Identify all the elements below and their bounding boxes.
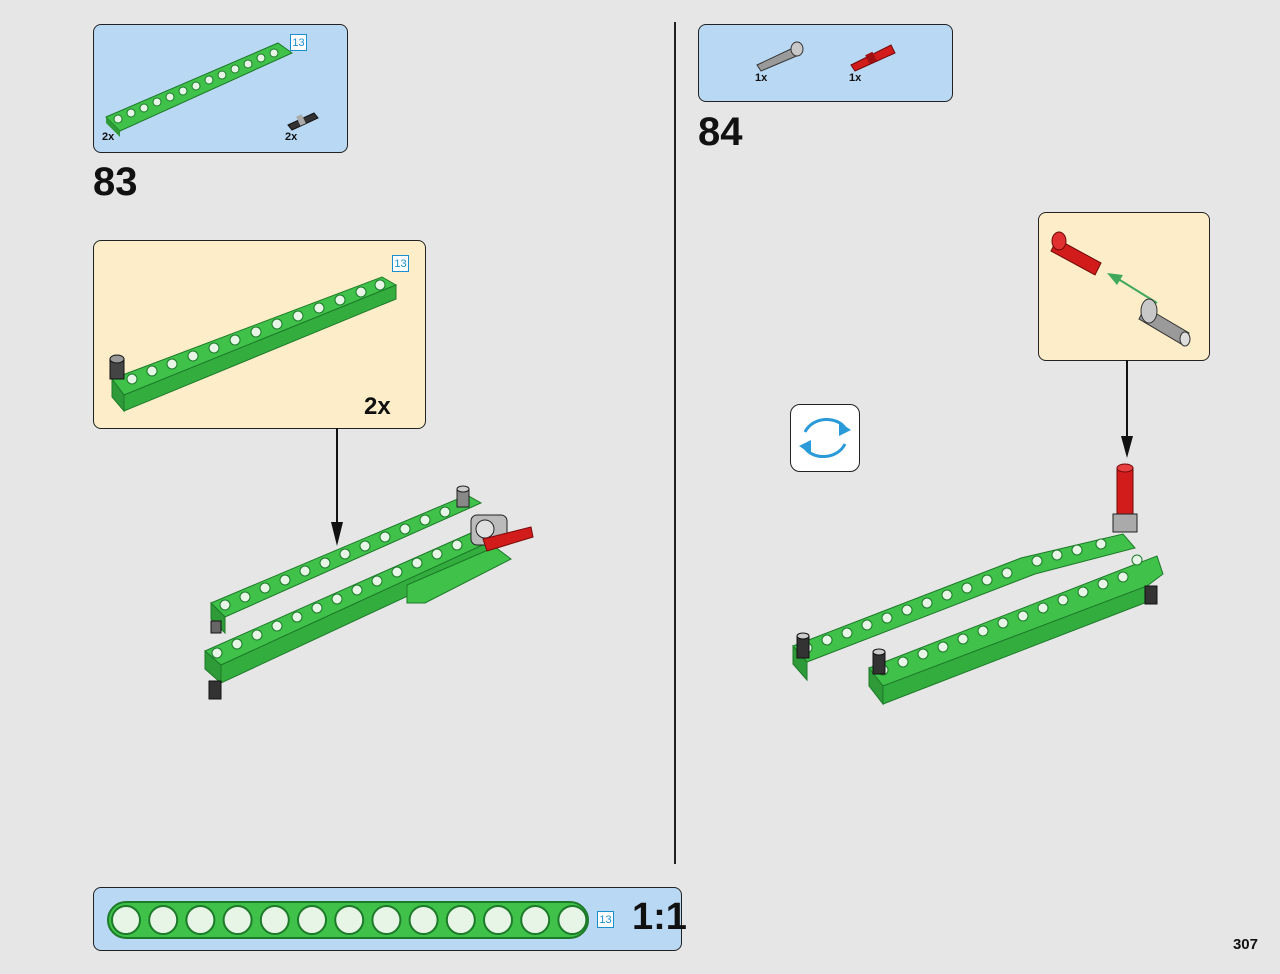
scale-hole [445, 905, 476, 935]
callout-length-badge: 13 [392, 255, 409, 272]
scale-hole [148, 905, 179, 935]
step-number-84: 84 [698, 110, 743, 154]
scale-label: 1:1 [632, 896, 687, 938]
step84-assembly-illustration [792, 463, 1164, 706]
green-beam-part-icon [105, 42, 293, 137]
step83-assembly-illustration [204, 485, 534, 700]
scale-hole [259, 905, 290, 935]
step-number-83: 83 [93, 160, 138, 204]
page-number: 307 [1232, 936, 1258, 953]
beam-with-pin-illustration [109, 276, 398, 413]
page-divider [674, 22, 676, 864]
scale-hole [557, 905, 588, 935]
scale-hole [520, 905, 551, 935]
scale-hole [334, 905, 365, 935]
part-qty-red-pin: 1x [849, 72, 862, 84]
step83-parts-callout: 13 2x 2x [93, 24, 348, 153]
parts-length-badge: 13 [290, 34, 307, 51]
step84-insert-arrow [1121, 360, 1133, 458]
scale-hole [408, 905, 439, 935]
part-qty-beam: 2x [102, 131, 115, 143]
grey-axle-pin-icon [756, 41, 804, 72]
red-axle-pin-icon [850, 44, 896, 72]
black-pin-part-icon [287, 112, 319, 131]
scale-length-badge: 13 [597, 911, 614, 928]
callout-qty: 2x [364, 393, 391, 420]
scale-hole [222, 905, 253, 935]
rotate-model-icon [790, 404, 860, 472]
scale-hole [297, 905, 327, 935]
step83-subassembly-callout: 13 2x [93, 240, 426, 429]
scale-hole [483, 905, 513, 935]
scale-reference-bar: 13 1:1 [93, 887, 687, 951]
step83-insert-arrow [331, 428, 343, 546]
scale-hole [185, 905, 216, 935]
scale-beam-illustration [107, 901, 589, 939]
scale-hole [111, 905, 141, 935]
part-qty-grey-pin: 1x [755, 72, 768, 84]
pin-combination-illustration [1050, 231, 1191, 347]
step84-parts-callout: 1x 1x [698, 24, 953, 102]
step84-subassembly-callout [1038, 212, 1210, 361]
rotate-arrows-icon [799, 418, 851, 458]
scale-hole [371, 905, 402, 935]
part-qty-pin: 2x [285, 131, 298, 143]
